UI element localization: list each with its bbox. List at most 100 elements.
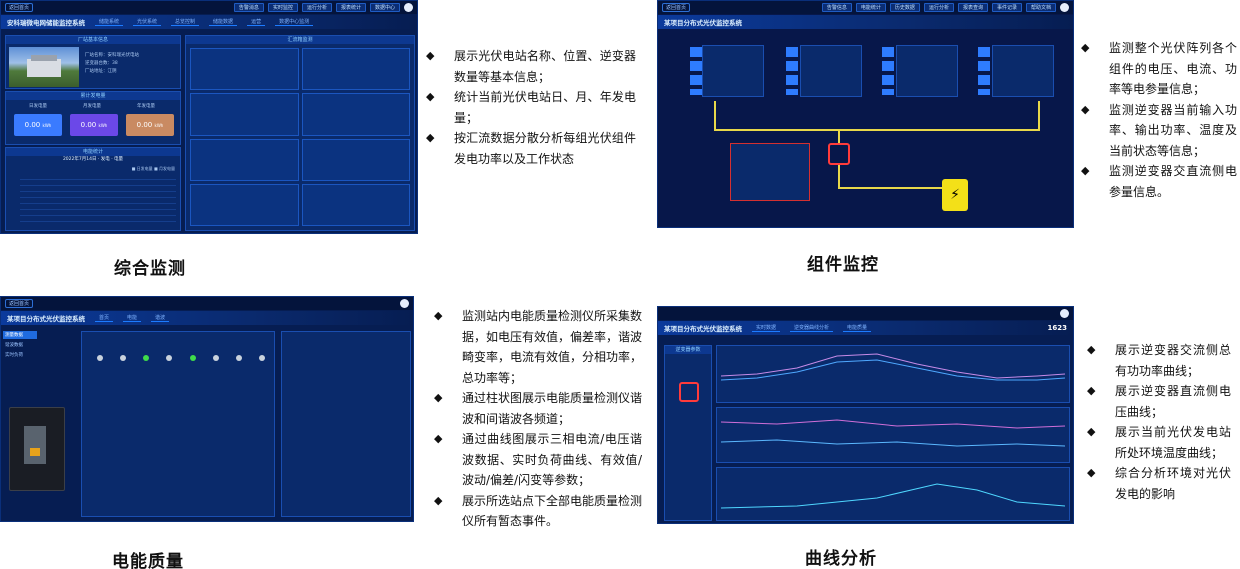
measure-table-card	[81, 331, 275, 517]
dc-voltage-curve	[720, 419, 1066, 447]
combiner-box[interactable]	[301, 138, 410, 181]
tab-pv[interactable]: 光伏系统	[133, 18, 162, 26]
analysis-button[interactable]: 运行分析	[923, 3, 954, 12]
help-button[interactable]: 帮助文档	[1025, 3, 1056, 12]
station-info-card: 厂站基本信息 厂站名称：安科瑞光伏电站 逆变器台数：38 厂站地址：江阴	[5, 35, 181, 89]
datacenter-button[interactable]: 数据中心	[369, 3, 400, 12]
gen-day-value: 0.00	[24, 121, 41, 129]
side-item-load[interactable]: 实时负荷	[5, 353, 23, 358]
gen-month-tile: 0.00 kWh	[70, 114, 118, 136]
pv-array-card[interactable]	[800, 45, 862, 97]
pv-array-card[interactable]	[992, 45, 1054, 97]
system-title: 某项目分布式光伏监控系统	[7, 315, 85, 323]
inverter-data-card	[730, 143, 810, 201]
screenshot-curve-analysis: 某项目分布式光伏监控系统 实时数据 逆变器曲线分析 电能质量 1623 逆变器参…	[657, 306, 1074, 524]
analysis-button[interactable]: 运行分析	[301, 3, 332, 12]
side-item-harmonic[interactable]: 谐波数据	[5, 343, 23, 348]
tab-power-quality[interactable]: 电能质量	[843, 324, 872, 332]
tab-harmonic[interactable]: 谐波	[151, 314, 170, 322]
system-title: 安科瑞微电网储能监控系统	[7, 19, 85, 27]
combiner-box[interactable]	[190, 48, 299, 91]
dc-voltage-chart	[716, 407, 1070, 463]
status-light	[97, 355, 103, 361]
user-avatar[interactable]	[1060, 309, 1069, 318]
gen-day-label: 日发电量	[29, 104, 47, 109]
combiner-box[interactable]	[301, 93, 410, 136]
combiner-box[interactable]	[301, 183, 410, 226]
tab-data-center[interactable]: 数据中心监测	[275, 18, 314, 26]
gen-month-value: 0.00	[80, 121, 97, 129]
user-avatar[interactable]	[1060, 3, 1069, 12]
combiner-box[interactable]	[190, 138, 299, 181]
status-light	[143, 355, 150, 361]
bullet-item: 按汇流数据分散分析每组光伏组件发电功率以及工作状态	[426, 128, 636, 169]
tab-storage[interactable]: 储能系统	[95, 18, 124, 26]
gen-year-unit: kWh	[154, 123, 164, 128]
status-light	[189, 355, 196, 361]
gen-day-tile: 0.00 kWh	[14, 114, 62, 136]
panel-icon-col	[882, 47, 894, 95]
top-bar	[658, 307, 1073, 320]
bullet-item: 展示当前光伏发电站所处环境温度曲线；	[1087, 422, 1231, 463]
panel-icon-col	[690, 47, 702, 95]
power-stats-title: 电能统计	[6, 148, 180, 156]
gen-month-unit: kWh	[98, 123, 108, 128]
harmonic-table-card	[281, 331, 411, 517]
panel-icon-col	[786, 47, 798, 95]
system-title-bar: 某项目分布式光伏监控系统 实时数据 逆变器曲线分析 电能质量 1623	[658, 321, 1073, 335]
alarm-button[interactable]: 告警消息	[233, 3, 264, 12]
inverter-icon[interactable]	[828, 143, 850, 165]
user-avatar[interactable]	[400, 299, 409, 308]
tab-storage-data[interactable]: 储能数据	[209, 18, 238, 26]
tab-inverter-curve[interactable]: 逆变器曲线分析	[790, 324, 834, 332]
power-chart-area	[20, 174, 176, 224]
tab-energy[interactable]: 电能	[123, 314, 142, 322]
bullets-comprehensive: 展示光伏电站名称、位置、逆变器数量等基本信息； 统计当前光伏电站日、月、年发电量…	[426, 46, 636, 169]
station-name: 厂站名称：安科瑞光伏电站	[85, 53, 139, 58]
power-stats-card: 电能统计 2022年7月14日 · 发电 · 电量 ■ 日发电量 ■ 月发电量	[5, 147, 181, 231]
back-home-button[interactable]: 返回首页	[5, 299, 34, 308]
top-bar: 返回首页 告警消息 实时监控 运行分析 报表统计 数据中心	[1, 1, 417, 14]
report-button[interactable]: 报表统计	[335, 3, 366, 12]
combiner-box[interactable]	[190, 183, 299, 226]
alarm-button[interactable]: 告警信息	[821, 3, 852, 12]
back-home-button[interactable]: 返回首页	[662, 3, 691, 12]
realtime-button[interactable]: 实时监控	[267, 3, 298, 12]
tab-home[interactable]: 首页	[95, 314, 114, 322]
pv-array-card[interactable]	[702, 45, 764, 97]
gen-year-label: 年发电量	[137, 104, 155, 109]
ac-power-chart	[716, 345, 1070, 403]
caption-power-quality: 电能质量	[112, 552, 184, 569]
ac-line	[838, 163, 840, 189]
event-button[interactable]: 事件记录	[991, 3, 1022, 12]
caption-comprehensive: 综合监测	[114, 259, 186, 279]
generation-card: 累计发电量 日发电量 月发电量 年发电量 0.00 kWh 0.00 kWh 0…	[5, 91, 181, 145]
temperature-chart	[716, 467, 1070, 521]
tab-overview[interactable]: 总览控制	[171, 18, 200, 26]
history-button[interactable]: 历史数据	[889, 3, 920, 12]
back-home-button[interactable]: 返回首页	[5, 3, 34, 12]
bullet-item: 监测逆变器交直流侧电参量信息。	[1081, 161, 1237, 202]
station-location: 厂站地址：江阴	[85, 69, 117, 74]
total-generation-counter: 1623	[1047, 324, 1067, 332]
tab-realtime[interactable]: 实时数据	[752, 324, 781, 332]
pv-array-card[interactable]	[896, 45, 958, 97]
temperature-curve	[720, 483, 1066, 509]
combiner-box[interactable]	[301, 48, 410, 91]
panel-icon-col	[978, 47, 990, 95]
grid-battery-icon[interactable]: ⚡	[942, 179, 968, 211]
power-date: 2022年7月14日 · 发电 · 电量	[62, 157, 124, 162]
bullet-item: 统计当前光伏电站日、月、年发电量；	[426, 87, 636, 128]
caption-curve: 曲线分析	[805, 549, 877, 569]
bullet-item: 展示逆变器交流侧总有功功率曲线；	[1087, 340, 1231, 381]
screenshot-comprehensive-monitoring: 返回首页 告警消息 实时监控 运行分析 报表统计 数据中心 安科瑞微电网储能监控…	[0, 0, 418, 234]
side-item-measure[interactable]: 测量数据	[3, 331, 37, 339]
gen-month-label: 月发电量	[83, 104, 101, 109]
tab-operation[interactable]: 运营	[247, 18, 266, 26]
side-menu: 测量数据 谐波数据 实时负荷	[3, 331, 37, 359]
combiner-box[interactable]	[190, 93, 299, 136]
user-avatar[interactable]	[404, 3, 413, 12]
energy-button[interactable]: 电能统计	[855, 3, 886, 12]
inverter-param-card: 逆变器参数	[664, 345, 712, 521]
report-button[interactable]: 报表查询	[957, 3, 988, 12]
